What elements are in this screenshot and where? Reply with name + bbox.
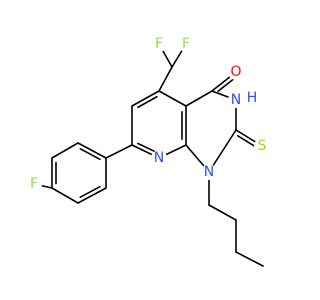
bond-C5-C6-double [137,95,158,109]
atom-F1-label: F [155,36,163,52]
atom-F-aryl-label: F [30,176,38,192]
atom-S: S [254,138,270,154]
atom-F1: F [151,36,167,52]
atom-H: H [246,90,258,106]
atom-NH-label: N [231,92,241,108]
bonds [33,43,264,267]
atom-F2: F [178,36,194,52]
atom-N-ring: N [151,150,167,166]
bond-CHF2-C5 [158,66,173,92]
atom-O: O [228,64,244,80]
bond-C2-N1 [208,129,237,173]
atom-F-aryl: F [26,176,42,192]
atom-N-H: N [228,92,244,108]
bond-C4a-C4 [185,90,213,107]
bond-C2-S-double [237,135,257,148]
molecule-structure: F F O N H S N N F [26,36,270,267]
bond-C7-Ar1 [105,144,133,159]
bond-Ar5-Ar6-double [79,185,101,199]
bond-C7-N8-double [136,142,158,154]
atom-N-ring-label: N [154,150,164,166]
atom-H-label: H [247,90,258,106]
bond-Ar2-Ar3 [51,142,79,159]
bond-C4-O-double [217,77,236,93]
atom-O-label: O [230,64,241,80]
bond-Ar4-Ar5 [51,187,79,204]
bond-Ar1-Ar2 [77,142,107,159]
atom-N-butyl-label: N [204,164,214,180]
atom-S-label: S [258,138,267,154]
bond-B1-B2 [208,204,237,221]
bond-Ar1-Ar2-double [79,147,101,161]
bond-C5-C6 [131,90,160,107]
bond-Ar5-Ar6 [77,187,107,204]
atom-labels: F F O N H S N N F [26,36,270,192]
bond-C4a-C5 [158,90,187,107]
atom-N-butyl: N [201,164,217,180]
bond-B3-B4 [235,251,264,267]
atom-F2-label: F [182,36,190,52]
